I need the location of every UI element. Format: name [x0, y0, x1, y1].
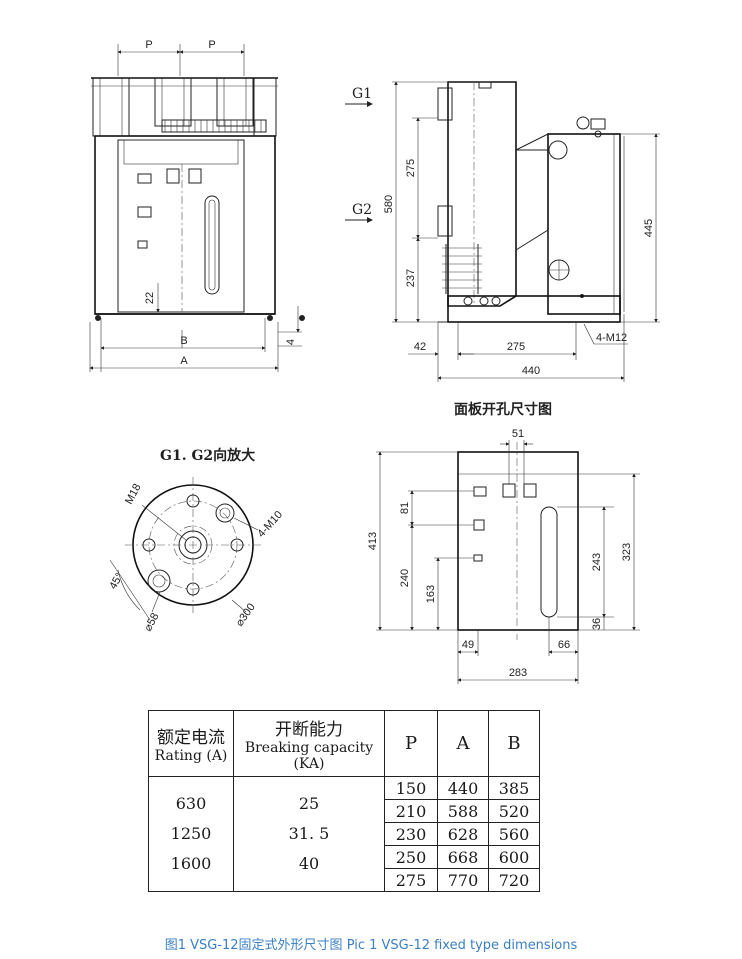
- dim-p-right: P: [208, 39, 215, 51]
- rating-value: 1250: [170, 824, 212, 843]
- dim-p-left: P: [145, 39, 152, 51]
- dim-a: A: [180, 355, 188, 367]
- dim-440: 440: [522, 365, 540, 377]
- figure-caption: 图1 VSG-12固定式外形尺寸图 Pic 1 VSG-12 fixed typ…: [164, 938, 578, 953]
- rating-cell: 630 1250 1600: [148, 776, 234, 892]
- cell-b: 720: [488, 868, 540, 892]
- dim-275-vertical: 275: [405, 159, 417, 177]
- dim-237: 237: [405, 269, 417, 287]
- capacity-cell: 25 31. 5 40: [233, 776, 385, 892]
- header-p: P: [384, 710, 438, 777]
- label-d300: ⌀300: [234, 601, 258, 628]
- header-b: B: [488, 710, 540, 777]
- dim-36: 36: [591, 618, 603, 630]
- header-rating-cn: 额定电流: [157, 728, 225, 748]
- dim-413: 413: [367, 532, 379, 550]
- dim-240: 240: [399, 569, 411, 587]
- dim-b: B: [180, 335, 187, 347]
- dim-4: 4: [285, 339, 297, 345]
- header-rating: 额定电流 Rating (A): [148, 710, 234, 777]
- label-d58: ⌀58: [142, 611, 161, 633]
- header-a: A: [437, 710, 489, 777]
- dim-580: 580: [383, 195, 395, 213]
- dim-163: 163: [425, 585, 437, 603]
- dim-445: 445: [643, 219, 655, 237]
- capacity-value: 31. 5: [288, 824, 330, 843]
- label-45-degrees: 45°: [107, 571, 126, 591]
- cell-a: 628: [437, 822, 489, 846]
- label-4-m10: 4-M10: [255, 509, 285, 540]
- cell-b: 560: [488, 822, 540, 846]
- capacity-value: 25: [298, 794, 320, 813]
- dim-275-horizontal: 275: [507, 341, 525, 353]
- dim-283: 283: [509, 667, 527, 679]
- cell-p: 150: [384, 776, 438, 800]
- cell-p: 230: [384, 822, 438, 846]
- cell-p: 250: [384, 845, 438, 869]
- rating-value: 630: [175, 794, 207, 813]
- cell-a: 770: [437, 868, 489, 892]
- side-view: G1 G2 580: [345, 81, 660, 382]
- cell-p: 210: [384, 799, 438, 823]
- detail-view: G1. G2向放大 M18 4-M10 45° ⌀58 ⌀300: [107, 447, 285, 633]
- spec-table: 额定电流 Rating (A) 开断能力 Breaking capacity (…: [148, 710, 540, 892]
- cell-b: 600: [488, 845, 540, 869]
- rating-value: 1600: [170, 854, 212, 873]
- dim-51: 51: [512, 428, 524, 440]
- capacity-value: 40: [298, 854, 320, 873]
- label-g1: G1: [352, 86, 372, 102]
- dim-49: 49: [462, 639, 474, 651]
- dim-42: 42: [414, 341, 426, 353]
- cell-b: 385: [488, 776, 540, 800]
- front-view: P P 22 B A 4: [89, 39, 305, 372]
- label-g2: G2: [352, 202, 372, 218]
- panel-title: 面板开孔尺寸图: [454, 401, 552, 418]
- header-capacity-en: Breaking capacity (KA): [244, 740, 374, 772]
- cell-a: 440: [437, 776, 489, 800]
- bolt-4-m12: 4-M12: [596, 332, 627, 344]
- cell-a: 588: [437, 799, 489, 823]
- cell-a: 668: [437, 845, 489, 869]
- technical-drawing: P P 22 B A 4 G1 G2: [89, 39, 660, 684]
- dim-243: 243: [591, 553, 603, 571]
- cell-p: 275: [384, 868, 438, 892]
- header-rating-en: Rating (A): [154, 748, 228, 764]
- dim-323: 323: [621, 543, 633, 561]
- cell-b: 520: [488, 799, 540, 823]
- dim-66: 66: [558, 639, 570, 651]
- dim-22: 22: [144, 292, 156, 304]
- label-m18: M18: [123, 482, 144, 507]
- header-capacity-cn: 开断能力: [275, 720, 343, 740]
- panel-cutout-view: 面板开孔尺寸图 51 413 81 240 163: [367, 401, 640, 684]
- header-breaking-capacity: 开断能力 Breaking capacity (KA): [233, 710, 385, 777]
- detail-title: G1. G2向放大: [160, 447, 255, 464]
- dim-81: 81: [399, 502, 411, 514]
